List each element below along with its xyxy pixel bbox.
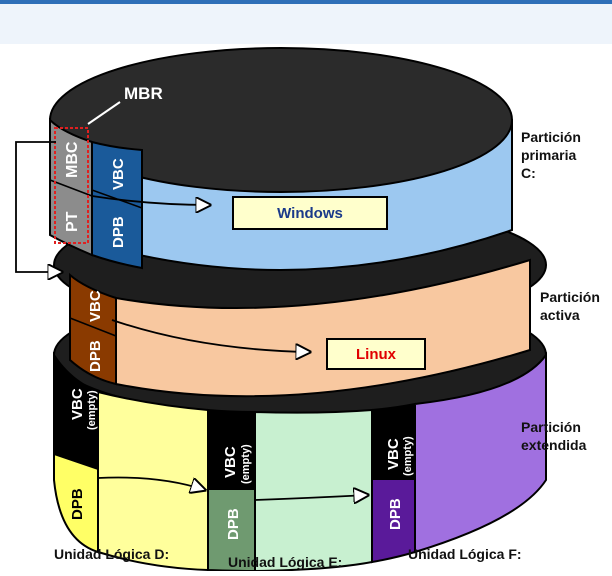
primary-label-line-2: primaria	[521, 147, 577, 163]
disk2-vbc-text: VBC	[87, 290, 104, 322]
header-strip	[0, 0, 612, 4]
active-label-line-2: activa	[540, 307, 580, 323]
extended-partition-label: Partición extendida	[521, 418, 586, 454]
disk2-divider	[69, 317, 117, 337]
logical-unit-e-label: Unidad Lógica E:	[228, 554, 343, 570]
disk3-vbc-d	[54, 355, 98, 470]
mbr-pointer-line	[87, 101, 121, 125]
mbr-to-active-arrow	[15, 141, 62, 272]
disk1-dpb-text: DPB	[110, 216, 127, 248]
disk3-section-e	[254, 408, 373, 573]
disk3-vbc-e-text: VBC	[222, 446, 239, 478]
disk3-vbc-d-text: VBC	[69, 388, 86, 420]
disk-primary: MBC PT VBC DPB	[15, 47, 513, 272]
disk2-body	[115, 258, 531, 398]
disk3-empty-f-text: (empty)	[402, 436, 414, 476]
active-label-line-1: Partición	[540, 289, 600, 305]
disk3-vbc-f	[372, 404, 415, 480]
primary-partition-label: Partición primaria C:	[521, 128, 581, 182]
disk2-dpb-text: DPB	[87, 340, 104, 372]
disk1-mbc-text: MBC	[64, 141, 81, 178]
primary-label-line-1: Partición	[521, 129, 581, 145]
arrow-to-windows	[91, 195, 210, 205]
extended-label-line-2: extendida	[521, 437, 587, 453]
arrow-d-to-e	[97, 476, 205, 491]
disk1-pt-text: PT	[64, 211, 81, 232]
disk3-section-f	[414, 351, 547, 554]
extended-label-line-1: Partición	[521, 419, 581, 435]
logical-unit-f-label: Unidad Lógica F:	[408, 546, 522, 562]
disk3-empty-e-text: (empty)	[240, 444, 252, 484]
disk1-vbc-text: VBC	[110, 158, 127, 190]
disk1-vbc-strip	[91, 140, 143, 270]
active-partition-label: Partición activa	[540, 288, 600, 324]
header-band	[0, 4, 612, 44]
disk3-empty-d-text: (empty)	[86, 390, 98, 430]
disk1-mbr-divider	[49, 179, 93, 197]
disk3-dpb-e-text: DPB	[225, 508, 242, 540]
disk3-vbc-f-text: VBC	[385, 438, 402, 470]
disk3-dpb-d-text: DPB	[69, 488, 86, 520]
mbr-highlight	[54, 127, 89, 244]
windows-box: Windows	[232, 196, 388, 230]
mbr-label: MBR	[124, 84, 163, 103]
arrow-to-linux	[111, 319, 310, 352]
linux-box: Linux	[326, 338, 426, 370]
disk3-section-d	[97, 390, 209, 572]
disk3-dpb-f-text: DPB	[387, 498, 404, 530]
primary-label-line-3: C:	[521, 165, 536, 181]
disk3-vbc-e	[208, 410, 255, 490]
arrow-e-to-f	[254, 495, 368, 500]
logical-unit-d-label: Unidad Lógica D:	[54, 546, 170, 562]
